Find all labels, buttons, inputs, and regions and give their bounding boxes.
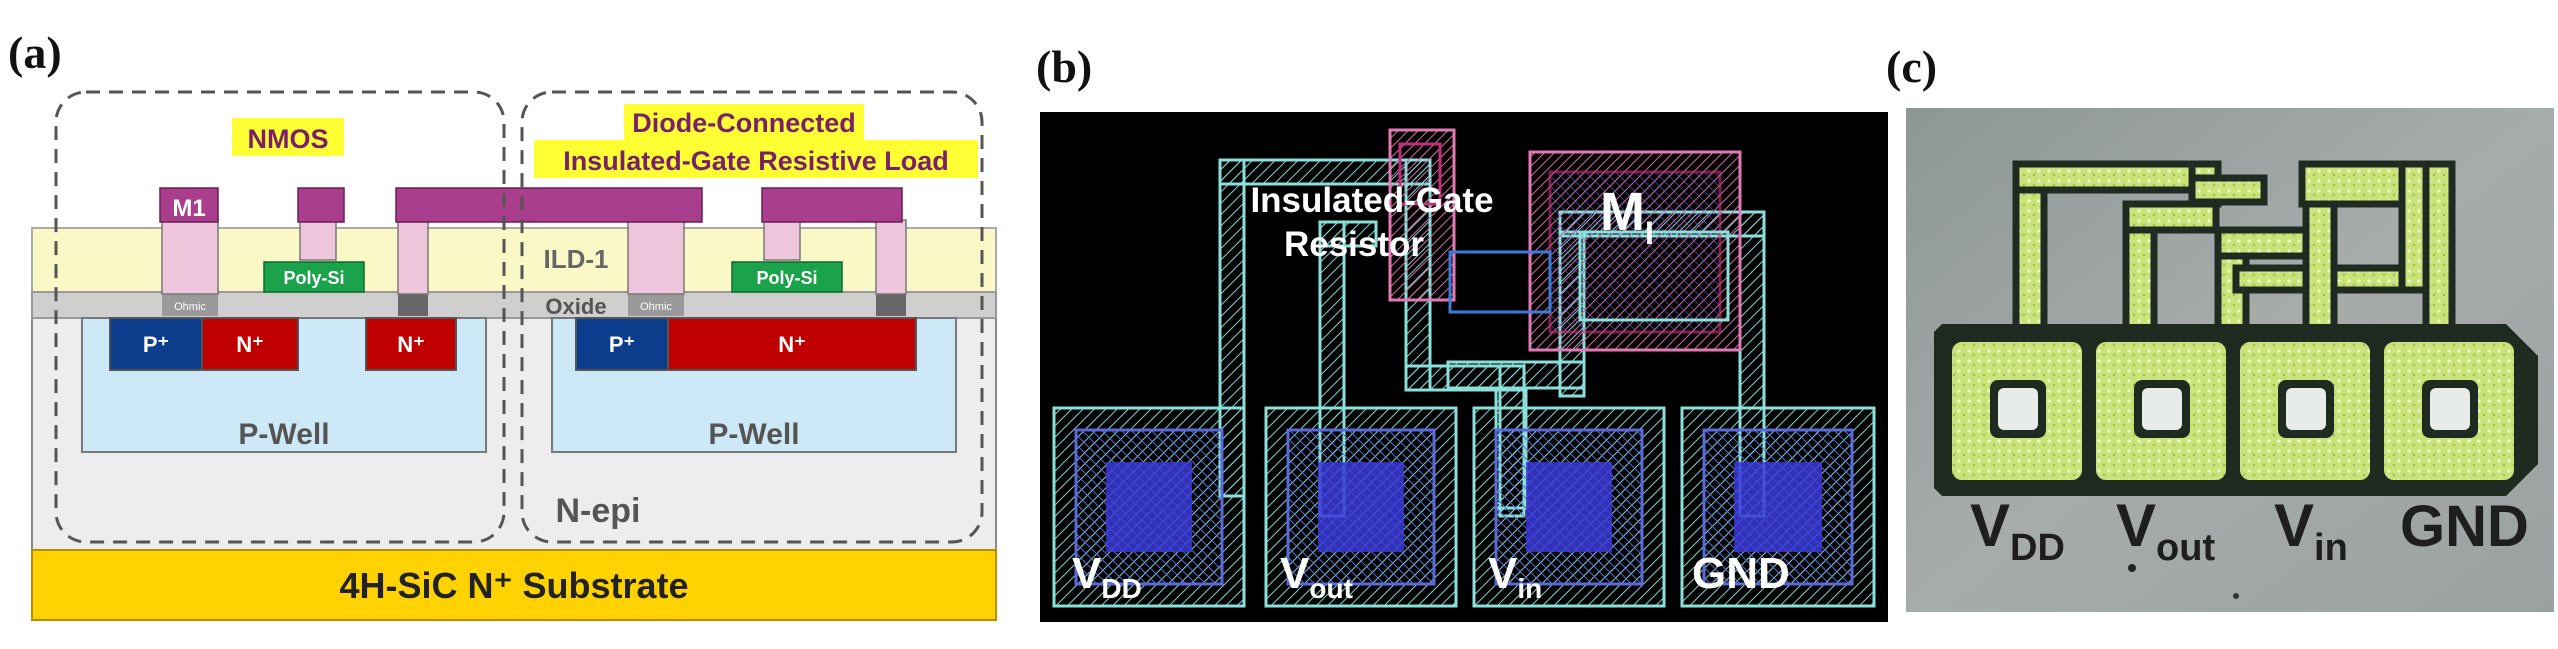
- vdd-label: VDD: [1072, 549, 1142, 604]
- oxide-label: Oxide: [545, 294, 606, 319]
- photo-pad-vin: [2236, 338, 2374, 484]
- gate-connection: [1448, 250, 1552, 314]
- pad-vdd: [1052, 406, 1246, 608]
- vin-label: Vin: [1488, 549, 1542, 604]
- substrate-label: 4H-SiC N⁺ Substrate: [339, 565, 688, 606]
- poly-label-right: Poly-Si: [756, 268, 817, 288]
- load-boundary: [520, 90, 984, 544]
- layout-view: Insulated-Gate Resistor MI VDD Vout Vin …: [1040, 112, 1888, 622]
- via-4: [627, 219, 685, 295]
- resistor-gate: [1398, 142, 1442, 206]
- substrate-layer: [31, 549, 997, 621]
- load-label-line1: Diode-Connected: [632, 108, 856, 138]
- nmos-highlight: [232, 118, 344, 156]
- resistor-label-line1: Insulated-Gate: [1250, 181, 1493, 220]
- via-1: [161, 219, 219, 295]
- load-highlight-1: [624, 104, 864, 140]
- n-plus-left-drain: [365, 317, 457, 371]
- poly-label-left: Poly-Si: [283, 268, 344, 288]
- panel-b-label: (b): [1036, 41, 1093, 92]
- pad-vin: [1472, 406, 1666, 608]
- p-plus-label-right: P⁺: [609, 332, 635, 357]
- micrograph: VDD Vout Vin GND: [1906, 108, 2554, 612]
- photo-pad-gnd: [2380, 338, 2518, 484]
- pad-vout: [1264, 406, 1458, 608]
- photo-gnd-label: GND: [2400, 494, 2529, 559]
- n-plus-right: [667, 317, 917, 371]
- ohmic-right: [628, 294, 684, 316]
- ohmic-right-drain: [876, 294, 906, 316]
- load-highlight-2: [534, 140, 978, 178]
- panel-a-label: (a): [8, 27, 62, 78]
- p-well-label-left: P-Well: [238, 418, 329, 451]
- p-plus-label-left: P⁺: [143, 332, 169, 357]
- transistor-m1-metal: [1578, 230, 1730, 322]
- vout-label: Vout: [1280, 549, 1353, 604]
- debris-speck: [2128, 564, 2136, 572]
- photo-pad-vout: [2092, 338, 2230, 484]
- via-6: [875, 219, 907, 295]
- metal-interconnect: [395, 187, 703, 223]
- cross-section-diagram: NMOS Diode-Connected Insulated-Gate Resi…: [31, 90, 997, 621]
- ild-label: ILD-1: [544, 244, 609, 274]
- transistor-m1-active: [1548, 170, 1722, 334]
- nmos-boundary: [54, 90, 506, 544]
- pad-gnd: [1680, 406, 1876, 608]
- via-3: [397, 219, 429, 295]
- n-plus-label-left-drain: N⁺: [397, 332, 425, 357]
- load-label-line2: Insulated-Gate Resistive Load: [563, 146, 949, 176]
- poly-gate-left: [263, 261, 365, 293]
- poly-gate-right: [731, 261, 843, 293]
- photo-vout-label: Vout: [2116, 492, 2215, 569]
- ohmic-left-drain: [398, 294, 428, 316]
- n-plus-label-right: N⁺: [778, 332, 806, 357]
- m1-label: M1: [172, 195, 205, 222]
- via-5: [763, 219, 801, 261]
- n-epi-label: N-epi: [556, 492, 641, 530]
- resistor-label-line2: Resistor: [1284, 225, 1424, 264]
- ohmic-label-right: Ohmic: [640, 301, 672, 313]
- via-2: [299, 219, 337, 261]
- n-plus-left-source: [201, 317, 299, 371]
- metal-gate-right: [761, 187, 903, 223]
- n-plus-label-left-source: N⁺: [236, 332, 264, 357]
- gnd-label: GND: [1692, 549, 1790, 598]
- metal-m1-left: [159, 187, 219, 223]
- ohmic-left: [162, 294, 218, 316]
- photo-vin-label: Vin: [2274, 492, 2348, 569]
- photo-pad-vdd: [1948, 338, 2086, 484]
- p-well-label-right: P-Well: [708, 418, 799, 451]
- photo-vdd-label: VDD: [1970, 492, 2065, 569]
- m1-main-label: MI: [1600, 182, 1654, 251]
- p-plus-right: [575, 317, 669, 371]
- panel-c-label: (c): [1886, 41, 1938, 92]
- nmos-label: NMOS: [248, 124, 329, 154]
- metal-gate-left: [297, 187, 345, 223]
- ohmic-label-left: Ohmic: [174, 301, 206, 313]
- debris-speck: [2233, 593, 2239, 599]
